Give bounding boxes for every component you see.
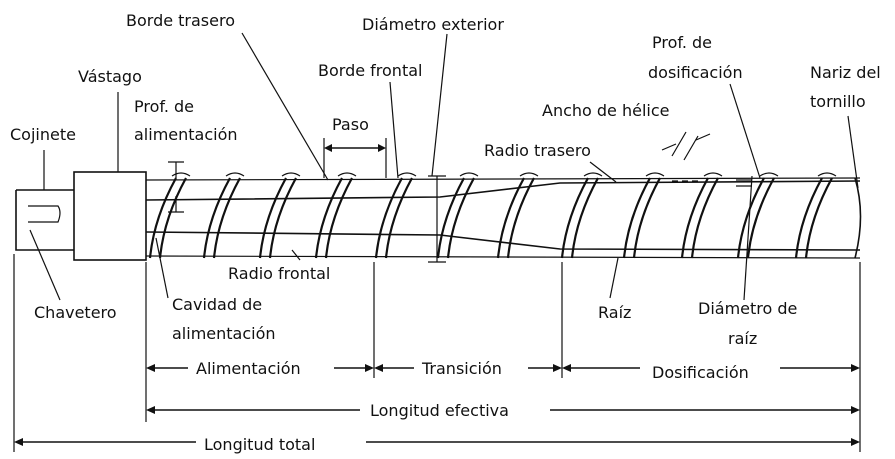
flight-cap-1	[171, 172, 191, 177]
flight-11	[736, 177, 775, 259]
flight-cap-2	[225, 172, 245, 177]
label-paso: Paso	[332, 115, 369, 134]
outer-top	[145, 177, 861, 181]
flight-cap-9	[645, 172, 665, 177]
leader-diametro-raiz	[743, 175, 753, 301]
feed-arrow-right	[365, 364, 374, 372]
label-prof-alimentacion-1: Prof. de	[134, 97, 194, 116]
leader-radio-trasero	[589, 161, 617, 183]
flight-cap-12	[817, 172, 837, 177]
total-length-dimension	[14, 438, 860, 446]
flight-5	[374, 177, 413, 259]
flight-cap-4	[337, 172, 357, 177]
label-dosificacion: Dosificación	[652, 363, 749, 382]
label-cavidad-2: alimentación	[172, 324, 276, 343]
leader-borde-frontal	[389, 81, 399, 179]
label-chavetero: Chavetero	[34, 303, 117, 322]
flight-width-marker	[661, 131, 711, 161]
label-vastago: Vástago	[78, 67, 142, 86]
shank-outline	[73, 171, 147, 261]
label-longitud-efectiva: Longitud efectiva	[370, 401, 509, 420]
transition-arrow-right	[553, 364, 562, 372]
transition-arrow-left	[374, 364, 383, 372]
pitch-dimension	[323, 138, 387, 178]
label-diametro-exterior: Diámetro exterior	[362, 15, 504, 34]
callout-lines	[29, 32, 859, 301]
effective-arrow-left	[146, 406, 155, 414]
keyway-slot	[28, 205, 61, 223]
flight-4	[314, 177, 353, 259]
label-longitud-total: Longitud total	[204, 435, 315, 454]
flight-cap-6	[459, 172, 479, 177]
flight-6	[436, 177, 475, 259]
flight-8	[560, 177, 599, 259]
bearing-outline	[15, 189, 74, 251]
flight-2	[202, 177, 241, 259]
flight-1	[148, 177, 187, 259]
metering-arrow-right	[851, 364, 860, 372]
leader-chavetero	[29, 229, 61, 301]
zone-dimensions	[13, 254, 861, 452]
label-nariz-2: tornillo	[810, 92, 866, 111]
label-prof-dosificacion-2: dosificación	[648, 63, 743, 82]
total-arrow-right	[851, 438, 860, 446]
metering-depth-marker	[736, 179, 752, 187]
label-transicion: Transición	[421, 359, 502, 378]
pitch-arrow-left	[324, 144, 332, 152]
outer-bottom	[145, 255, 861, 259]
leader-cavidad	[155, 237, 169, 299]
outer-diameter-marker	[428, 175, 446, 263]
label-borde-frontal: Borde frontal	[318, 61, 422, 80]
feed-arrow-left	[146, 364, 155, 372]
flight-cap-5	[397, 172, 417, 177]
flight-cap-11	[759, 172, 779, 177]
root-top	[145, 180, 861, 201]
screw-flights	[148, 172, 837, 259]
total-arrow-left	[14, 438, 23, 446]
label-nariz-1: Nariz del	[810, 63, 881, 82]
label-raiz: Raíz	[598, 303, 631, 322]
flight-7	[496, 177, 535, 259]
leader-nariz	[847, 115, 859, 189]
flight-cap-10	[703, 172, 723, 177]
label-prof-dosificacion-1: Prof. de	[652, 33, 712, 52]
label-ancho-helice: Ancho de hélice	[542, 101, 670, 120]
text-labels: Borde trasero Diámetro exterior Vástago …	[10, 11, 881, 454]
label-radio-trasero: Radio trasero	[484, 141, 591, 160]
flight-cap-7	[519, 172, 539, 177]
flight-cap-3	[281, 172, 301, 177]
label-borde-trasero: Borde trasero	[126, 11, 235, 30]
label-cavidad-1: Cavidad de	[172, 295, 262, 314]
feed-depth-marker	[168, 161, 184, 213]
label-prof-alimentacion-2: alimentación	[134, 125, 238, 144]
flight-10	[680, 177, 719, 259]
pitch-arrow-right	[378, 144, 386, 152]
effective-length-dimension	[146, 406, 860, 414]
label-alimentacion: Alimentación	[196, 359, 301, 378]
label-diametro-raiz-1: Diámetro de	[698, 299, 797, 318]
leader-borde-trasero	[241, 32, 329, 181]
effective-arrow-right	[851, 406, 860, 414]
flight-9	[622, 177, 661, 259]
leader-raiz	[609, 257, 619, 299]
flight-12	[794, 177, 833, 259]
flight-cap-8	[583, 172, 603, 177]
metering-arrow-left	[562, 364, 571, 372]
label-cojinete: Cojinete	[10, 125, 76, 144]
leader-radio-frontal	[291, 249, 301, 261]
label-radio-frontal: Radio frontal	[228, 264, 330, 283]
flight-3	[258, 177, 297, 259]
leader-prof-dosificacion	[729, 83, 761, 179]
label-diametro-raiz-2: raíz	[728, 329, 757, 348]
screw-nose	[854, 177, 862, 259]
leader-diametro-exterior	[431, 33, 448, 177]
